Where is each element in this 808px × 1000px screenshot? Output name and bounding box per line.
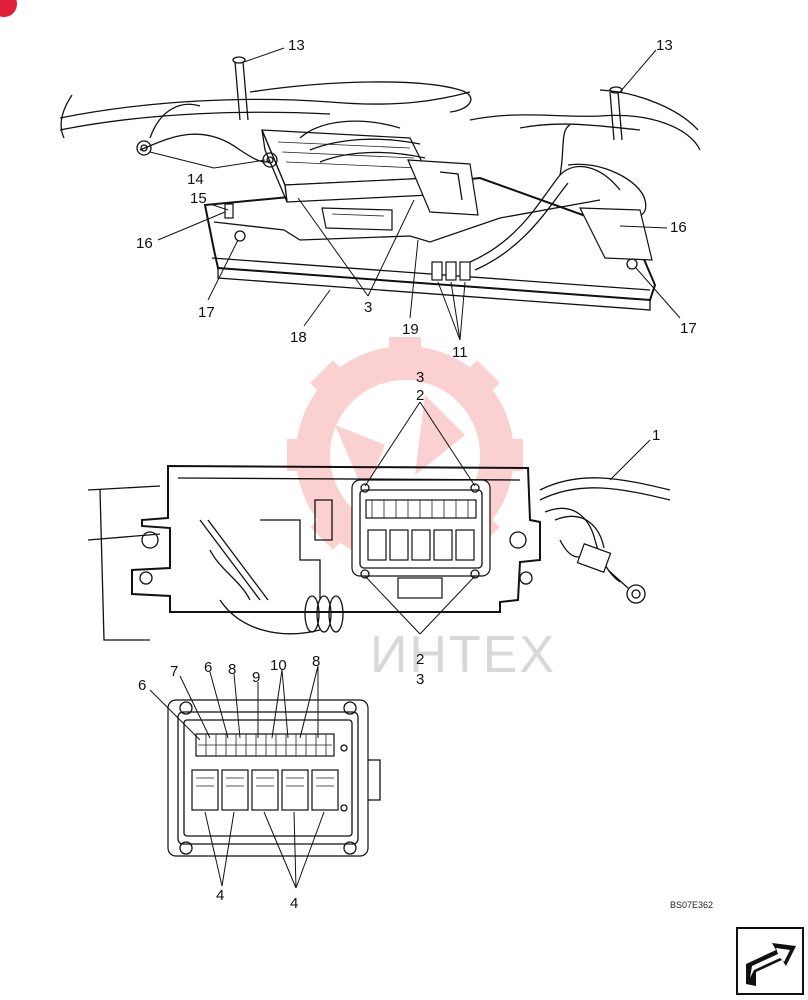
red-circle-badge-icon [0,0,17,17]
callout-18: 18 [290,329,307,346]
callout-1: 1 [652,427,660,444]
fuse-box-detail [167,699,381,857]
callout-3-top: 3 [364,299,372,316]
figure-code: BS07E362 [670,900,713,910]
callout-6-inner: 6 [204,659,212,676]
callout-3-mid-bottom: 3 [416,671,424,688]
callout-2-mid-top: 2 [416,387,424,404]
callout-15: 15 [190,190,207,207]
callout-7: 7 [170,663,178,680]
callout-13-left: 13 [288,37,305,54]
callout-10: 10 [270,657,287,674]
top-view-callouts: 13 13 14 15 16 16 17 17 18 3 19 11 [136,37,697,361]
callout-4-right: 4 [290,895,298,912]
middle-view-callouts: 3 2 1 2 3 [416,369,660,688]
callout-19: 19 [402,321,419,338]
callout-4-left: 4 [216,887,224,904]
fuse-box-detail-leaders [149,665,325,889]
watermark-text: ИНТЕХ [370,626,556,684]
callout-8-left: 8 [228,661,236,678]
middle-view-leaders [364,401,651,635]
callout-3-mid-top: 3 [416,369,424,386]
callout-8-right: 8 [312,653,320,670]
next-page-arrow-icon[interactable] [736,927,804,995]
callout-16-left: 16 [136,235,153,252]
top-view-drawing [59,56,701,311]
top-view-leaders [149,47,681,341]
callout-9: 9 [252,669,260,686]
callout-17-left: 17 [198,304,215,321]
callout-2-mid-bottom: 2 [416,651,424,668]
callout-11: 11 [452,344,468,361]
middle-view-drawing [87,464,671,641]
callout-13-right: 13 [656,37,673,54]
callout-16-right: 16 [670,219,687,236]
callout-17-right: 17 [680,320,697,337]
callout-14: 14 [187,171,204,188]
callout-6-outer: 6 [138,677,146,694]
fuse-box-detail-callouts: 6 7 6 8 9 10 8 4 4 [138,653,320,912]
